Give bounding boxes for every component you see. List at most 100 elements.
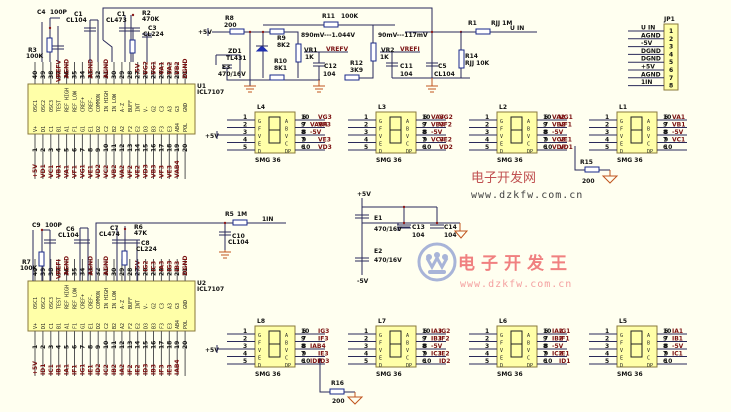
net-label: -5V [552, 343, 564, 350]
pin-number: 2 [40, 345, 47, 349]
value-c4: 100P [50, 9, 68, 16]
net-label: VA2 [552, 114, 565, 121]
pin-name: AB4 [175, 320, 181, 329]
net-label: VB3 [151, 165, 158, 178]
display-pin-number: 10 [544, 144, 552, 151]
segment-label: DP [285, 363, 291, 369]
connector-pin-number: 7 [669, 75, 673, 82]
resistor-r8 [229, 28, 245, 35]
resistor-r15 [584, 166, 600, 173]
net-label: IC2 [552, 351, 563, 358]
top-passives: C4 100P C1 CL104 C1 CL473 R3 100K R2 470… [26, 7, 433, 62]
display-pin-number: 10 [543, 114, 551, 121]
ref-r10: R10 [274, 58, 287, 65]
pin-name: CREF- [88, 294, 94, 309]
display-pin-number: 6 [302, 328, 306, 335]
display-pin-number: 6 [423, 328, 427, 335]
display-part: SMG 36 [617, 157, 643, 164]
pin-number: 24 [158, 71, 165, 79]
connector-pin-net: DGND [641, 56, 661, 63]
display-pin-number: 10 [302, 358, 310, 365]
display-pin-number: 9 [301, 122, 305, 129]
pin-name: G2 [152, 106, 158, 112]
net-label: ID3 [143, 364, 150, 375]
pin-name: IN LOW [112, 290, 118, 309]
display-pin-number: 8 [423, 129, 427, 136]
segment-label: DP [647, 363, 653, 369]
pin-name: CREF+ [80, 294, 86, 309]
pin-name: B3 [152, 323, 158, 329]
pin-number: 18 [166, 144, 173, 152]
display-pin-number: 7 [422, 137, 426, 144]
bottom-passives: C9 100P C6 CL104 C7 CL474 R7 47K 100K R6… [20, 211, 286, 281]
display-ref: L8 [257, 318, 265, 325]
watermark: 电子开发网 www.dzkfw.com.cn 电子开发王 www.dzkfw.c… [417, 170, 582, 290]
pin-name: REF LOW [73, 90, 79, 112]
display-pin-number: 7 [544, 122, 548, 129]
resistor-r12 [344, 74, 360, 81]
display-pin-number: 10 [423, 358, 431, 365]
segment-label: B [285, 127, 288, 133]
pin-number: 12 [119, 341, 126, 349]
display-pin-number: 5 [364, 144, 368, 151]
display-ref: L6 [499, 318, 507, 325]
pin-name: A3 [167, 106, 173, 112]
power-filter: +5V -5V E1 470/16V E2 470/16V C13 104 C1… [355, 191, 469, 285]
net-label: VF3 [158, 165, 165, 178]
display-pin-number: 7 [544, 336, 548, 343]
pin-name: OSC3 [49, 100, 55, 112]
value-r11: 100K [341, 13, 359, 20]
pin-name: C2 [104, 323, 110, 329]
pin-name: F2 [128, 126, 134, 132]
segment-label: D [379, 149, 382, 155]
net-label: IC1 [672, 351, 683, 358]
chip-part: ICL7107 [197, 286, 224, 293]
net-label: VG1 [79, 164, 86, 178]
display-pin-number: 3 [605, 343, 609, 350]
pin-name: V+ [33, 126, 39, 132]
pin-name: G2 [152, 303, 158, 309]
pin-number: 38 [48, 268, 55, 276]
segment-label: C [647, 356, 650, 362]
pin-name: OSC1 [33, 100, 39, 112]
ref-c10: C10 [232, 233, 245, 240]
display-pin-number: 6 [544, 328, 548, 335]
segment-label: B [647, 341, 650, 347]
segment-label: V [527, 134, 530, 140]
net-label: -5V [431, 129, 443, 136]
pin-number: 33 [87, 268, 94, 276]
pin-name: REF LOW [73, 287, 79, 309]
segment-label: B [527, 341, 530, 347]
value-r12: 3K9 [350, 67, 363, 74]
pin-number: 5 [64, 345, 71, 349]
display-body [496, 325, 538, 368]
display-pin-number: 10 [664, 358, 672, 365]
segment-label: D [258, 363, 261, 369]
dp-resistors: R15 200 R16 200 [319, 146, 619, 405]
pin-number: 20 [182, 144, 189, 152]
display-pin-number: 2 [243, 122, 247, 129]
potentiometer-vr1 [295, 43, 302, 63]
net-label: IA3 [158, 261, 165, 272]
display-pin-number: 10 [302, 144, 310, 151]
segment-label: B [527, 127, 530, 133]
pin-name: POL [183, 320, 189, 329]
segment-label: A [647, 119, 650, 125]
value-r10: 8K1 [274, 65, 287, 72]
display-pin-number: 7 [543, 351, 547, 358]
segment-label: V [285, 134, 288, 140]
pin-number: 11 [111, 341, 118, 349]
ref-r14: R14 [465, 53, 478, 60]
pin-name: D2 [96, 126, 102, 132]
display-pin-number: 4 [243, 351, 247, 358]
pin-name: GND [183, 103, 189, 112]
display-part: SMG 36 [376, 371, 402, 378]
segment-label: DP [647, 149, 653, 155]
display-pin-number: 7 [422, 351, 426, 358]
ref-c11: C11 [400, 63, 413, 70]
pin-name: A1 [65, 323, 71, 329]
display-pin-number: 9 [302, 351, 306, 358]
ref-e1: E1 [374, 215, 382, 222]
